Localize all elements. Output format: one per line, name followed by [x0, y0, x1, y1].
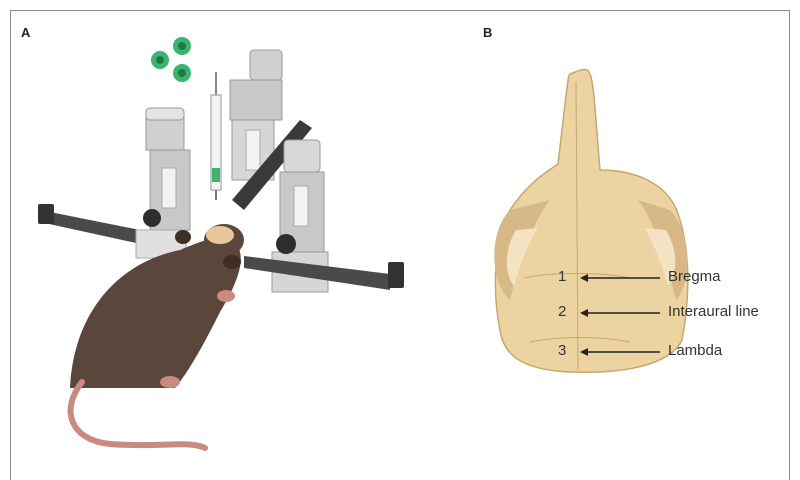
skull-window: [206, 226, 234, 244]
landmark-name: Interaural line: [668, 303, 759, 320]
figure: A B: [0, 0, 800, 466]
skull-icon: [494, 69, 688, 372]
landmark-number: 2: [558, 303, 566, 320]
arrow-icon: [580, 307, 660, 319]
stereotaxic-illustration: [0, 0, 470, 466]
syringe-icon: [211, 72, 221, 200]
arrow-icon: [580, 346, 660, 358]
landmark-bregma: 1 Bregma: [558, 268, 788, 288]
landmark-number: 1: [558, 268, 566, 285]
landmark-name: Lambda: [668, 342, 722, 359]
ear-bar-left: [38, 204, 150, 246]
mouse-tail: [71, 382, 205, 448]
panel-b-label: B: [483, 25, 492, 40]
landmark-name: Bregma: [668, 268, 721, 285]
landmark-number: 3: [558, 342, 566, 359]
cells-icon: [151, 37, 191, 82]
arrow-icon: [580, 272, 660, 284]
landmark-interaural-line: 2 Interaural line: [558, 303, 790, 323]
mouse-icon: [70, 224, 244, 448]
skull-diagram: [470, 60, 800, 380]
landmark-lambda: 3 Lambda: [558, 342, 788, 362]
